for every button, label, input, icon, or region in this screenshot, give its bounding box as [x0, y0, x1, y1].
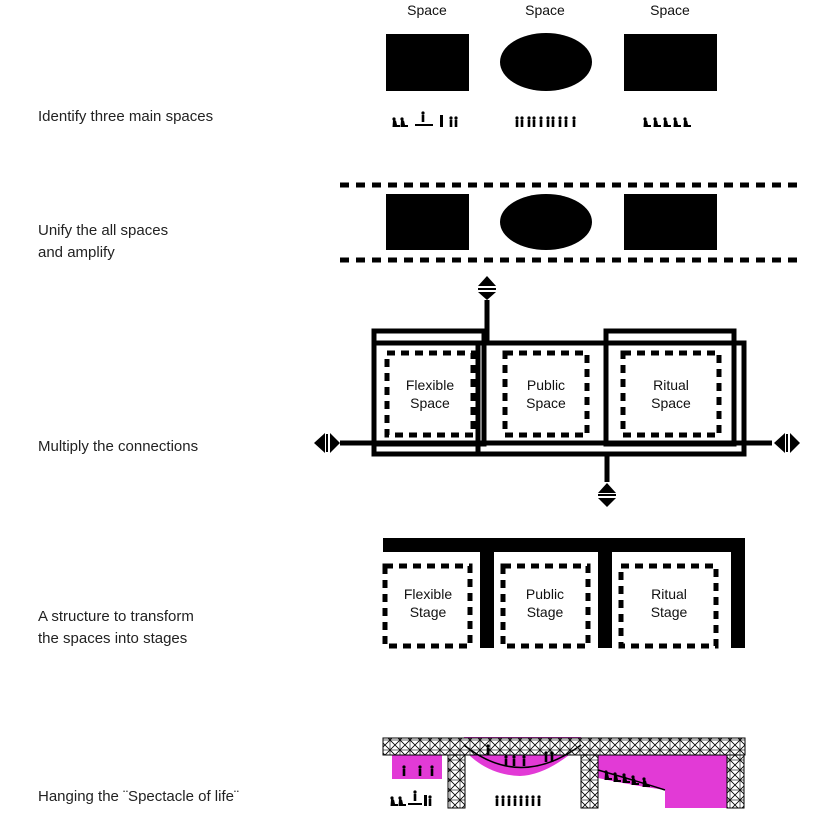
frame-public-wide [475, 340, 747, 457]
stage-box-1-line-2: Stage [410, 604, 447, 620]
truss-roof [382, 737, 746, 756]
row-unify [340, 182, 798, 263]
step-5-line-1: Hanging the ¨Spectacle of life¨ [38, 788, 239, 805]
stage-box-1-line-1: Flexible [404, 586, 452, 602]
connection-box-2-line-1: Public [527, 377, 565, 393]
row-identify [386, 33, 717, 127]
activity-icons-3 [643, 117, 691, 127]
dashed-stage-public [500, 563, 591, 649]
space-label-3: Space [650, 2, 690, 18]
connection-arrows [314, 276, 800, 507]
frame-outer [371, 340, 747, 457]
step-1-label: Identify three main spaces [38, 106, 213, 128]
stage-box-2-line-2: Stage [527, 604, 564, 620]
arrow-up-down-icon [478, 276, 496, 300]
space-shape-ellipse [500, 33, 592, 91]
step-2-line-2: and amplify [38, 244, 115, 261]
connection-box-2-line-2: Space [526, 395, 566, 411]
dashed-stage-ritual [618, 563, 719, 649]
stage-box-3-line-1: Ritual [651, 586, 687, 602]
connection-box-1-line-1: Flexible [406, 377, 454, 393]
unify-rect-1 [386, 194, 469, 250]
spectacle-volume-right [598, 755, 727, 808]
connection-box-3-line-1: Ritual [653, 377, 689, 393]
step-4-line-2: the spaces into stages [38, 630, 188, 647]
step-4-line-1: A structure to transform [38, 608, 194, 625]
dashed-ritual [620, 350, 722, 438]
connection-box-1-line-2: Space [410, 395, 450, 411]
step-3-line-1: Multiply the connections [38, 438, 199, 455]
row-stages: Flexible Stage Public Stage Ritual Stage [382, 538, 745, 649]
unify-rect-2 [624, 194, 717, 250]
stage-column-1 [480, 538, 494, 648]
activity-icons-2 [515, 116, 576, 127]
connection-box-3-line-2: Space [651, 395, 691, 411]
step-4-label: A structure to transform the spaces into… [38, 606, 194, 650]
dashed-public [502, 350, 590, 438]
truss-column-3 [726, 754, 745, 809]
arrow-left-right-icon [774, 433, 800, 453]
truss-column-2 [580, 754, 599, 809]
row-connections [340, 300, 772, 482]
space-label-1: Space [407, 2, 447, 18]
activity-icons-1 [392, 111, 458, 127]
stage-box-3-line-2: Stage [651, 604, 688, 620]
stage-roof [383, 538, 745, 552]
step-5-label: Hanging the ¨Spectacle of life¨ [38, 786, 239, 808]
connection-box-labels: Flexible Space Public Space Ritual Space [406, 377, 691, 411]
frame-ritual [603, 328, 737, 447]
stage-column-3 [731, 538, 745, 648]
unify-ellipse [500, 194, 592, 250]
spectacle-figures [390, 744, 650, 806]
dashed-flexible [384, 350, 476, 438]
space-label-2: Space [525, 2, 565, 18]
step-3-label: Multiply the connections [38, 436, 198, 458]
spectacle-volume-left [392, 755, 442, 779]
step-1-line-1: Identify three main spaces [38, 108, 214, 125]
dashed-stage-flexible [382, 563, 473, 649]
truss-column-1 [447, 754, 466, 809]
space-shape-rect-1 [386, 34, 469, 91]
stage-column-2 [598, 538, 612, 648]
row-spectacle [382, 737, 746, 809]
hanging-curve [463, 744, 582, 769]
step-2-line-1: Unify the all spaces [38, 222, 169, 239]
stage-box-2-line-1: Public [526, 586, 564, 602]
arrow-left-right-icon [314, 433, 340, 453]
space-shape-rect-2 [624, 34, 717, 91]
arrow-up-down-icon [598, 483, 616, 507]
step-2-label: Unify the all spaces and amplify [38, 220, 168, 264]
